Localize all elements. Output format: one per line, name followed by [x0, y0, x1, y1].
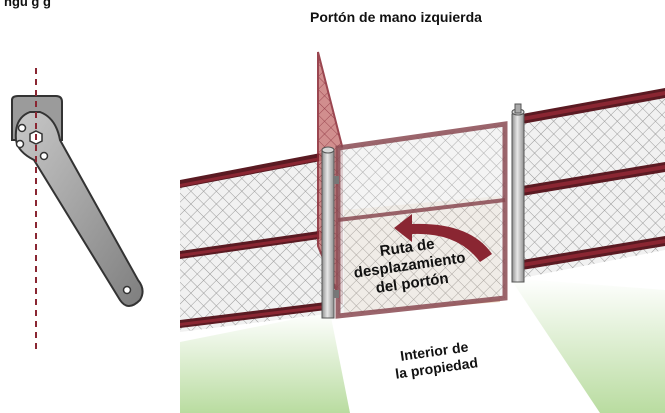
ground-light-right	[510, 278, 665, 413]
hinge-arm-detail	[11, 95, 144, 307]
swing-direction-arrow	[394, 214, 492, 262]
ground-light-left	[180, 312, 350, 413]
fence-right	[522, 88, 665, 278]
post-right	[511, 103, 525, 283]
post-left	[321, 146, 339, 319]
top-caption-fragment: ngu g g	[4, 0, 51, 9]
gate-closed-position	[335, 121, 508, 319]
fence-left	[180, 152, 326, 332]
diagram-title: Portón de mano izquierda	[310, 9, 482, 25]
interior-label: Interior de la propiedad	[394, 338, 479, 381]
